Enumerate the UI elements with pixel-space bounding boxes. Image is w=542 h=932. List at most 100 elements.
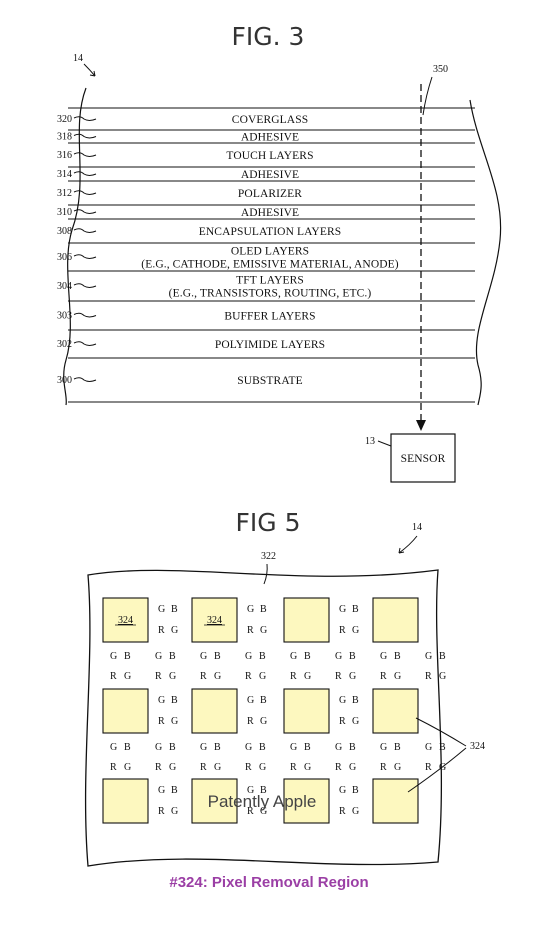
- subpixel-r: R: [290, 671, 297, 682]
- fig3-ref-arrowhead: [89, 70, 96, 77]
- pixel-removal-box-r1-c1: [191, 688, 238, 734]
- pixel-box-label: 324: [207, 615, 222, 626]
- subpixel-r: R: [110, 671, 117, 682]
- subpixel-g: G: [339, 785, 346, 796]
- layer-ref-320: 320: [57, 114, 72, 125]
- subpixel-r: R: [158, 625, 165, 636]
- subpixel-g: G: [247, 604, 254, 615]
- subpixel-b: B: [349, 742, 356, 753]
- light-path-arrowhead: [416, 420, 426, 431]
- subpixel-b: B: [349, 651, 356, 662]
- layer-label-304-sub: (E.G., TRANSISTORS, ROUTING, ETC.): [169, 288, 372, 300]
- layer-ref-leader-320: [73, 116, 97, 121]
- subpixel-r: R: [339, 716, 346, 727]
- subpixel-b: B: [352, 695, 359, 706]
- subpixel-b: B: [214, 742, 221, 753]
- subpixel-r: R: [245, 762, 252, 773]
- subpixel-g: G: [352, 716, 359, 727]
- fig5-ref-removal: 324: [470, 741, 485, 752]
- pixel-removal-box-r1-c2: [283, 688, 330, 734]
- subpixel-g: G: [124, 762, 131, 773]
- subpixel-g: G: [394, 671, 401, 682]
- subpixel-b: B: [439, 742, 446, 753]
- layer-ref-leader-312: [73, 190, 97, 195]
- pixel-removal-box-r1-c0: [102, 688, 149, 734]
- fig3-ref-sensor: 13: [365, 436, 375, 447]
- watermark: Patently Apple: [208, 792, 317, 811]
- subpixel-g: G: [335, 651, 342, 662]
- subpixel-g: G: [155, 742, 162, 753]
- subpixel-g: G: [425, 651, 432, 662]
- layer-label-304: TFT LAYERS: [236, 275, 304, 287]
- layer-label-310: ADHESIVE: [241, 207, 299, 219]
- subpixel-b: B: [169, 651, 176, 662]
- subpixel-g: G: [439, 762, 446, 773]
- subpixel-g: G: [352, 625, 359, 636]
- layer-ref-leader-300: [73, 377, 97, 382]
- subpixel-r: R: [200, 671, 207, 682]
- subpixel-g: G: [290, 651, 297, 662]
- layer-ref-314: 314: [57, 169, 72, 180]
- subpixel-r: R: [155, 762, 162, 773]
- pixel-removal-box-r2-c2: [283, 778, 330, 824]
- subpixel-g: G: [260, 625, 267, 636]
- subpixel-g: G: [259, 671, 266, 682]
- layer-ref-leader-303: [73, 312, 97, 318]
- subpixel-r: R: [247, 625, 254, 636]
- layer-ref-leader-316: [73, 152, 97, 157]
- subpixel-g: G: [214, 671, 221, 682]
- subpixel-g: G: [259, 762, 266, 773]
- fig5-ref-device: 14: [412, 522, 422, 533]
- subpixel-g: G: [352, 806, 359, 817]
- subpixel-r: R: [155, 671, 162, 682]
- sensor-label: SENSOR: [401, 453, 446, 465]
- subpixel-r: R: [425, 671, 432, 682]
- subpixel-r: R: [335, 671, 342, 682]
- layer-ref-306: 306: [57, 252, 72, 263]
- subpixel-g: G: [158, 785, 165, 796]
- fig5-ref-region-leader: [263, 563, 268, 585]
- sensor-box: [390, 433, 456, 483]
- fig3-title: FIG. 3: [232, 22, 305, 51]
- subpixel-r: R: [247, 806, 254, 817]
- subpixel-b: B: [124, 742, 131, 753]
- fig3-ref-path: 350: [433, 64, 448, 75]
- subpixel-g: G: [260, 806, 267, 817]
- subpixel-r: R: [339, 806, 346, 817]
- layer-ref-312: 312: [57, 188, 72, 199]
- layer-ref-leader-308: [73, 228, 97, 233]
- subpixel-g: G: [110, 742, 117, 753]
- layer-ref-303: 303: [57, 311, 72, 322]
- subpixel-g: G: [245, 742, 252, 753]
- subpixel-r: R: [110, 762, 117, 773]
- fig3-ref-arrow: [83, 63, 96, 77]
- subpixel-r: R: [247, 716, 254, 727]
- layer-ref-318: 318: [57, 132, 72, 143]
- pixel-removal-box-r1-c3: [372, 688, 419, 734]
- subpixel-b: B: [439, 651, 446, 662]
- subpixel-b: B: [259, 742, 266, 753]
- subpixel-b: B: [304, 742, 311, 753]
- layer-label-314: ADHESIVE: [241, 169, 299, 181]
- subpixel-g: G: [335, 742, 342, 753]
- subpixel-g: G: [339, 604, 346, 615]
- layer-ref-316: 316: [57, 150, 72, 161]
- subpixel-g: G: [214, 762, 221, 773]
- layer-label-318: ADHESIVE: [241, 132, 299, 144]
- subpixel-b: B: [124, 651, 131, 662]
- subpixel-b: B: [352, 785, 359, 796]
- subpixel-b: B: [171, 785, 178, 796]
- subpixel-b: B: [259, 651, 266, 662]
- fig5-ref-region: 322: [261, 551, 276, 562]
- subpixel-b: B: [260, 604, 267, 615]
- subpixel-g: G: [169, 762, 176, 773]
- layer-ref-310: 310: [57, 207, 72, 218]
- layer-label-308: ENCAPSULATION LAYERS: [199, 226, 341, 238]
- subpixel-b: B: [260, 785, 267, 796]
- fig5-ref-arrowhead: [398, 547, 405, 554]
- fig3-ref-sensor-leader: [377, 440, 392, 447]
- subpixel-b: B: [171, 604, 178, 615]
- subpixel-r: R: [245, 671, 252, 682]
